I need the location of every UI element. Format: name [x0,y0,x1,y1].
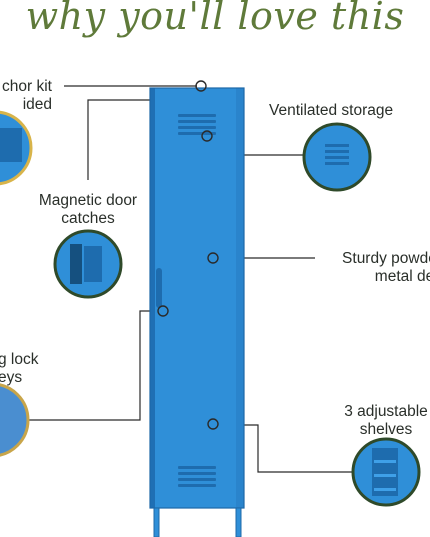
lock-label: g lock eys [0,351,39,386]
anchor-kit-dot [195,80,207,92]
shelves-dot [207,418,219,430]
shelves-label: 3 adjustable shelves [344,403,428,438]
powder-label: Sturdy powder metal des [342,250,430,285]
locker-leg-left [153,507,160,537]
lock-inset [0,383,30,457]
ventilated-label: Ventilated storage [269,102,394,119]
ventilated-inset [302,122,372,192]
magnetic-connector [87,99,150,180]
bottom-vents [178,466,216,487]
magnetic-label: Magnetic door catches [38,192,138,227]
locker-side [236,88,244,508]
anchor-kit-label: chor kit ided [2,78,52,113]
locker-body [150,88,244,508]
locker [149,87,245,537]
anchor-kit-inset [0,110,33,186]
shelves-inset [351,437,421,507]
powder-dot [207,252,219,264]
magnetic-inset [53,229,123,299]
locker-leg-right [235,507,242,537]
locker-hinge-edge [150,88,155,508]
lock-dot [157,305,169,317]
page-title: why you'll love this [25,0,405,38]
top-vents [178,114,216,135]
locker-handle [156,268,162,308]
ventilated-dot [201,130,213,142]
